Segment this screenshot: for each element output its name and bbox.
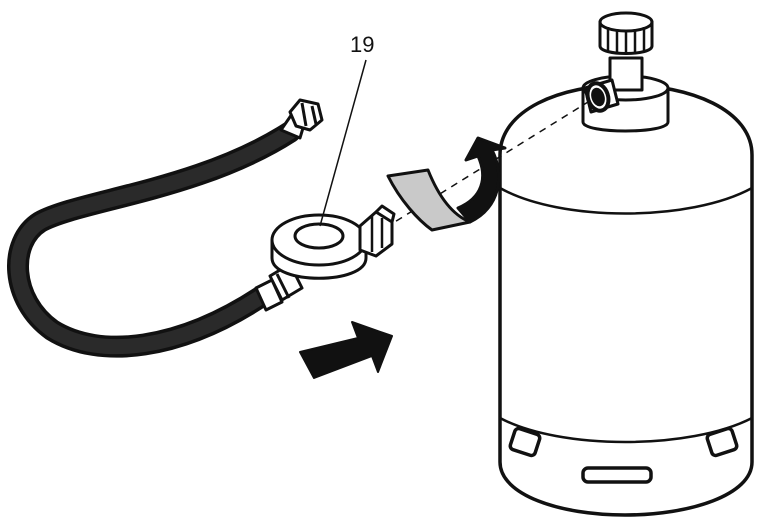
hose-nut (279, 98, 324, 140)
rotate-arrow-icon (386, 136, 507, 232)
callout-leader-line (319, 59, 367, 227)
pressure-regulator (254, 204, 396, 312)
gas-cylinder (498, 83, 754, 517)
connect-arrow-icon (299, 321, 393, 379)
gas-hose (7, 121, 301, 358)
callout-label: 19 (350, 32, 374, 57)
cylinder-valve (581, 11, 670, 133)
callout-19: 19 (319, 32, 374, 227)
